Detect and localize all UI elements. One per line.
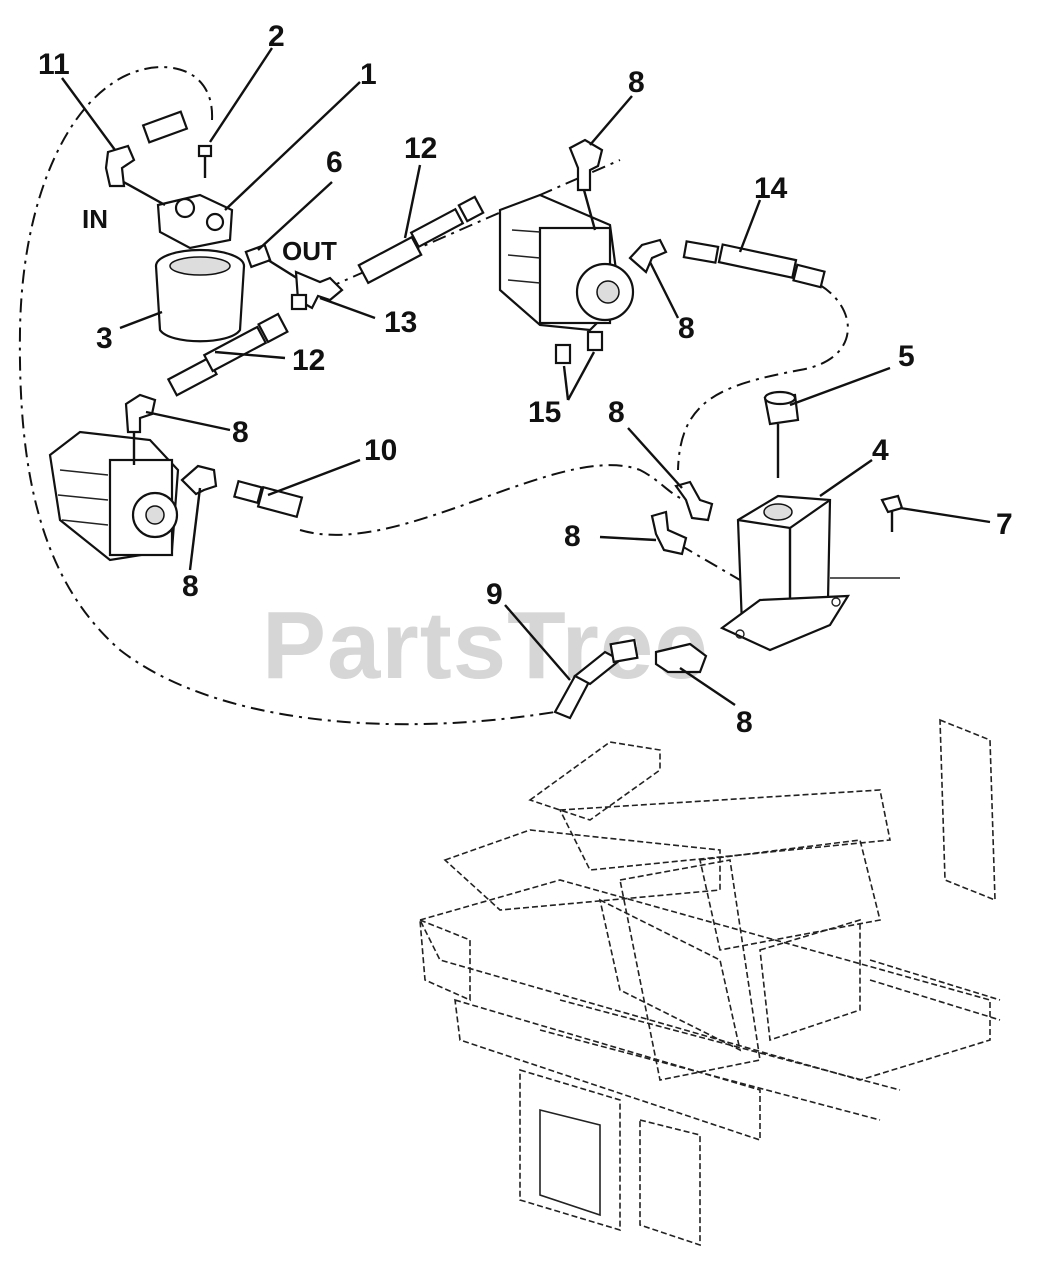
callout-8-tank-top: 8 [608, 396, 625, 429]
hydraulic-pump-right [498, 138, 668, 365]
callout-8-top: 8 [628, 66, 645, 99]
callout-6: 6 [326, 146, 343, 179]
port-label-out: OUT [282, 236, 337, 266]
tractor-frame [418, 718, 1001, 1247]
reservoir-tank [650, 390, 904, 652]
upper-hose-assembly [166, 195, 485, 397]
callout-14: 14 [754, 172, 788, 205]
port-label-in: IN [82, 204, 108, 234]
callout-11: 11 [38, 48, 70, 81]
callout-8-pump: 8 [678, 312, 695, 345]
hose-14 [682, 240, 826, 289]
watermark: PartsTree TM [262, 592, 775, 699]
hose-routing-lines [18, 66, 849, 726]
callout-8-bottom: 8 [736, 706, 753, 739]
callout-12-lower: 12 [292, 344, 325, 377]
callout-4: 4 [872, 434, 889, 467]
hose-9 [553, 638, 708, 720]
callout-3: 3 [96, 322, 113, 355]
callout-12-upper: 12 [404, 132, 437, 165]
oil-filter-assembly [104, 110, 246, 343]
callout-8-tank-side: 8 [564, 520, 581, 553]
callout-8-lower-left: 8 [182, 570, 199, 603]
callout-13: 13 [384, 306, 417, 339]
callout-8-left: 8 [232, 416, 249, 449]
leader-lines [61, 47, 991, 706]
callout-9: 9 [486, 578, 503, 611]
callout-2: 2 [268, 20, 285, 53]
callout-1: 1 [360, 58, 377, 91]
callout-5: 5 [898, 340, 915, 373]
callout-15: 15 [528, 396, 561, 429]
hydraulic-pump-left [48, 393, 218, 562]
callout-10: 10 [364, 434, 397, 467]
callout-7: 7 [996, 508, 1013, 541]
